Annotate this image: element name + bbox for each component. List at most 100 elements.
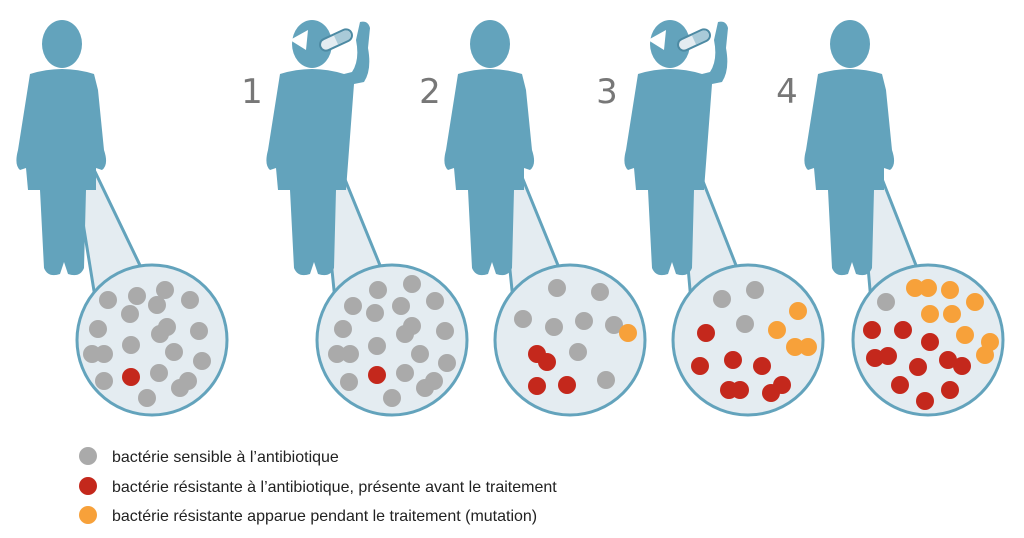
stage-number: 1: [241, 72, 263, 112]
bacterium-sensitive: [128, 287, 146, 305]
bacterium-resistant-mutation: [966, 293, 984, 311]
bacterium-sensitive: [190, 322, 208, 340]
bacterium-resistant-before: [731, 381, 749, 399]
legend-dot-sensitive: [79, 447, 97, 465]
stage-0: [16, 20, 229, 417]
person-taking-pill-icon: [624, 20, 728, 276]
bacterium-sensitive: [89, 320, 107, 338]
stage-3: 3: [596, 20, 825, 417]
bacterium-resistant-before: [753, 357, 771, 375]
bacterium-resistant-mutation: [943, 305, 961, 323]
person-icon: [16, 20, 107, 276]
bacterium-sensitive: [179, 372, 197, 390]
bacterium-resistant-before: [697, 324, 715, 342]
bacterium-sensitive: [392, 297, 410, 315]
bacterium-sensitive: [95, 372, 113, 390]
bacterium-resistant-before: [891, 376, 909, 394]
bacterium-sensitive: [396, 364, 414, 382]
bacterium-sensitive: [165, 343, 183, 361]
bacterium-resistant-before: [538, 353, 556, 371]
person-icon: [444, 20, 535, 276]
bacterium-sensitive: [425, 372, 443, 390]
bacterium-resistant-before: [916, 392, 934, 410]
stage-4: 4: [776, 20, 1005, 417]
bacterium-sensitive: [369, 281, 387, 299]
bacterium-sensitive: [736, 315, 754, 333]
bacterium-sensitive: [340, 373, 358, 391]
bacterium-resistant-before: [941, 381, 959, 399]
bacterium-sensitive: [334, 320, 352, 338]
pill-icon: [677, 28, 711, 52]
bacterium-sensitive: [713, 290, 731, 308]
bacterium-resistant-before: [894, 321, 912, 339]
bacterium-resistant-mutation: [789, 302, 807, 320]
bacterium-resistant-mutation: [941, 281, 959, 299]
bacterium-resistant-mutation: [919, 279, 937, 297]
bacterium-sensitive: [514, 310, 532, 328]
bacterium-resistant-mutation: [956, 326, 974, 344]
bacterium-resistant-before: [879, 347, 897, 365]
bacterium-sensitive: [368, 337, 386, 355]
bacterium-resistant-before: [953, 357, 971, 375]
bacterium-sensitive: [597, 371, 615, 389]
bacterium-sensitive: [383, 389, 401, 407]
bacterium-sensitive: [122, 336, 140, 354]
bacterium-sensitive: [148, 296, 166, 314]
bacterium-sensitive: [575, 312, 593, 330]
bacterium-sensitive: [877, 293, 895, 311]
bacterium-resistant-before: [558, 376, 576, 394]
bacterium-sensitive: [591, 283, 609, 301]
bacterium-resistant-before: [863, 321, 881, 339]
bacterium-sensitive: [150, 364, 168, 382]
person-taking-pill-icon: [266, 20, 370, 276]
bacterium-sensitive: [569, 343, 587, 361]
legend-label-resistant-mutation: bactérie résistante apparue pendant le t…: [112, 508, 537, 525]
person-icon: [804, 20, 895, 276]
bacterium-sensitive: [605, 316, 623, 334]
bacterium-sensitive: [156, 281, 174, 299]
bacterium-sensitive: [181, 291, 199, 309]
bacterium-sensitive: [411, 345, 429, 363]
legend-dot-resistant-mutation: [79, 506, 97, 524]
bacterium-sensitive: [138, 389, 156, 407]
bacterium-sensitive: [548, 279, 566, 297]
bacterium-sensitive: [328, 345, 346, 363]
bacterium-sensitive: [158, 318, 176, 336]
bacterium-sensitive: [426, 292, 444, 310]
bacterium-sensitive: [403, 317, 421, 335]
bacterium-sensitive: [545, 318, 563, 336]
bacterium-resistant-mutation: [786, 338, 804, 356]
stage-2: 2: [419, 20, 647, 417]
bacterium-sensitive: [121, 305, 139, 323]
bacterium-resistant-before: [909, 358, 927, 376]
bacterium-sensitive: [366, 304, 384, 322]
bacterium-sensitive: [193, 352, 211, 370]
legend-label-sensitive: bactérie sensible à l’antibiotique: [112, 449, 339, 466]
bacterium-resistant-before: [528, 377, 546, 395]
bacterium-resistant-before: [724, 351, 742, 369]
bacterium-resistant-before: [773, 376, 791, 394]
bacterium-sensitive: [341, 345, 359, 363]
legend: bactérie sensible à l’antibiotique bacté…: [79, 447, 557, 525]
bacterium-sensitive: [344, 297, 362, 315]
bacterium-sensitive: [403, 275, 421, 293]
bacterium-resistant-mutation: [619, 324, 637, 342]
bacterium-sensitive: [99, 291, 117, 309]
bacterium-sensitive: [438, 354, 456, 372]
bacterium-resistant-before: [368, 366, 386, 384]
bacterium-sensitive: [436, 322, 454, 340]
stage-number: 4: [776, 72, 798, 112]
bacterium-sensitive: [95, 345, 113, 363]
bacterium-resistant-mutation: [976, 346, 994, 364]
pill-icon: [319, 28, 353, 52]
bacterium-resistant-mutation: [768, 321, 786, 339]
stage-1: 1: [241, 20, 469, 417]
bacterium-resistant-before: [939, 351, 957, 369]
legend-label-resistant-before: bactérie résistante à l’antibiotique, pr…: [112, 479, 557, 496]
bacterium-resistant-before: [691, 357, 709, 375]
bacterium-resistant-before: [921, 333, 939, 351]
bacterium-resistant-mutation: [921, 305, 939, 323]
bacterium-resistant-mutation: [799, 338, 817, 356]
legend-dot-resistant-before: [79, 477, 97, 495]
